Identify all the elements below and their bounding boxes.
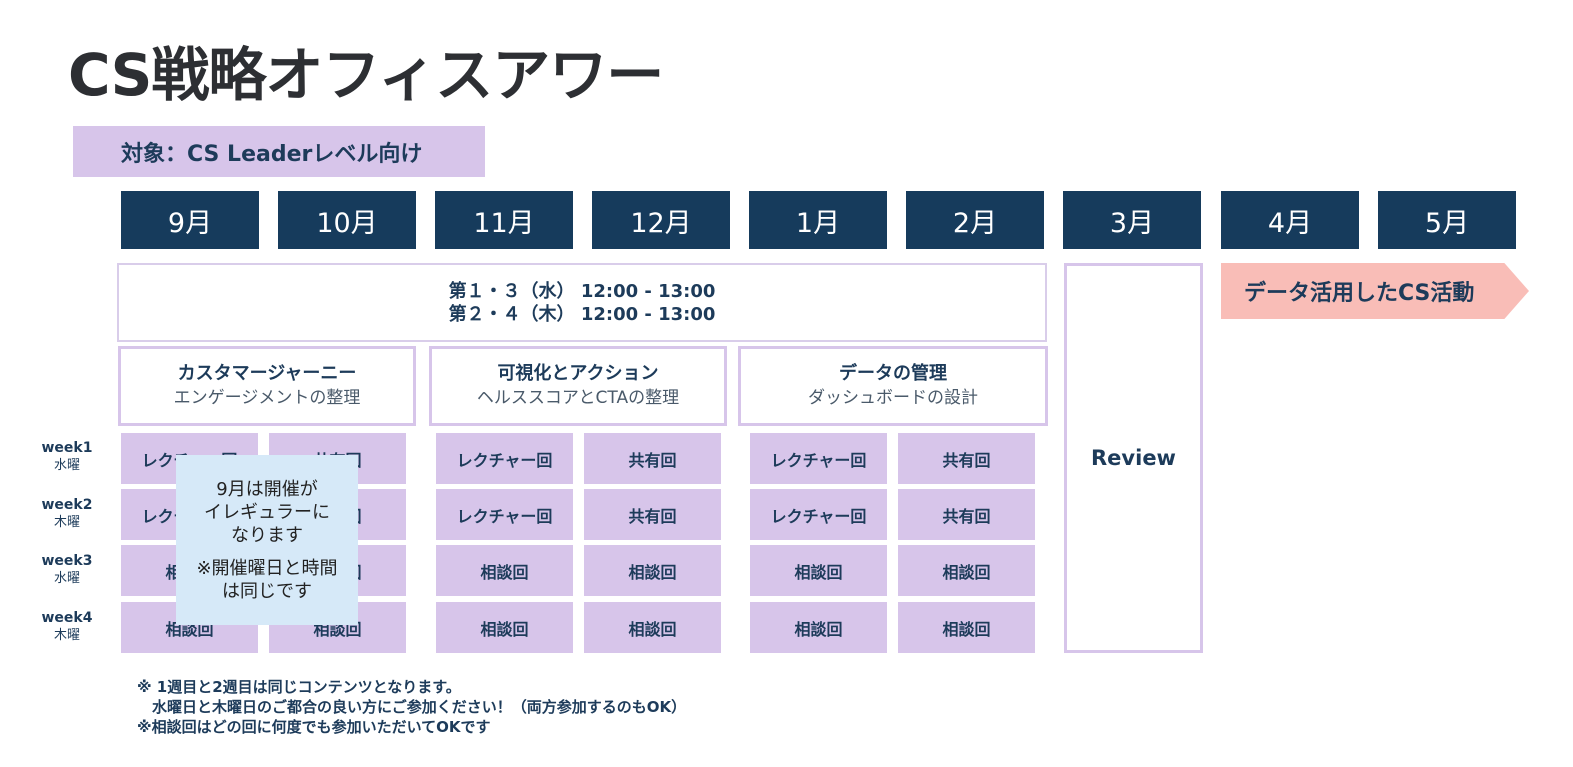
schedule-line-2: 第２・４（木） 12:00 - 13:00 [448,303,716,325]
week-label-2: week2 木曜 [41,497,93,530]
session-cell: 相談回 [750,545,887,596]
theme-subtitle: エンゲージメントの整理 [173,388,361,408]
footnote-3: ※相談回はどの回に何度でも参加いただいてOKです [137,718,491,736]
page-title: CS戦略オフィスアワー [68,41,664,109]
week-label-4: week4 木曜 [41,610,93,643]
session-cell: 共有回 [584,489,721,540]
september-note: 9月は開催が イレギュラーに なります ※開催曜日と時間 は同じです [176,455,358,625]
month-header-jan: 1月 [749,191,887,249]
review-box: Review [1064,263,1203,653]
theme-title: 可視化とアクション [497,363,659,384]
data-activity-arrow: データ活用したCS活動 [1221,263,1529,319]
theme-box-visualization: 可視化とアクション ヘルススコアとCTAの整理 [429,346,727,426]
schedule-box: 第１・３（水） 12:00 - 13:00 第２・４（木） 12:00 - 13… [117,263,1047,342]
session-cell: 相談回 [584,602,721,653]
footnote-2: 水曜日と木曜日のご都合の良い方にご参加ください！（両方参加するのもOK） [137,698,687,716]
session-cell: 相談回 [898,545,1035,596]
session-cell: レクチャー回 [436,489,573,540]
session-cell: 相談回 [750,602,887,653]
session-cell: 相談回 [436,602,573,653]
theme-title: データの管理 [839,363,947,384]
month-header-feb: 2月 [906,191,1044,249]
theme-subtitle: ダッシュボードの設計 [808,388,978,408]
month-header-mar: 3月 [1063,191,1201,249]
arrow-label: データ活用したCS活動 [1244,281,1475,306]
session-cell: 相談回 [436,545,573,596]
month-header-may: 5月 [1378,191,1516,249]
review-label: Review [1091,446,1176,470]
audience-banner: 対象：CS Leaderレベル向け [73,126,485,177]
month-header-dec: 12月 [592,191,730,249]
session-cell: レクチャー回 [750,489,887,540]
month-header-oct: 10月 [278,191,416,249]
session-cell: 相談回 [898,602,1035,653]
week-label-3: week3 水曜 [41,553,93,586]
session-cell: レクチャー回 [436,433,573,484]
month-header-nov: 11月 [435,191,573,249]
session-cell: 相談回 [584,545,721,596]
session-cell: レクチャー回 [750,433,887,484]
footnotes: ※ 1週目と2週目は同じコンテンツとなります。 水曜日と木曜日のご都合の良い方に… [137,677,686,737]
month-header-apr: 4月 [1221,191,1359,249]
theme-box-journey: カスタマージャーニー エンゲージメントの整理 [118,346,416,426]
schedule-line-1: 第１・３（水） 12:00 - 13:00 [448,280,716,302]
session-cell: 共有回 [898,433,1035,484]
week-label-1: week1 水曜 [41,440,93,473]
theme-subtitle: ヘルススコアとCTAの整理 [476,388,680,408]
session-cell: 共有回 [584,433,721,484]
theme-box-data-management: データの管理 ダッシュボードの設計 [738,346,1048,426]
footnote-1: ※ 1週目と2週目は同じコンテンツとなります。 [137,678,461,696]
theme-title: カスタマージャーニー [177,363,357,384]
session-cell: 共有回 [898,489,1035,540]
month-header-sep: 9月 [121,191,259,249]
